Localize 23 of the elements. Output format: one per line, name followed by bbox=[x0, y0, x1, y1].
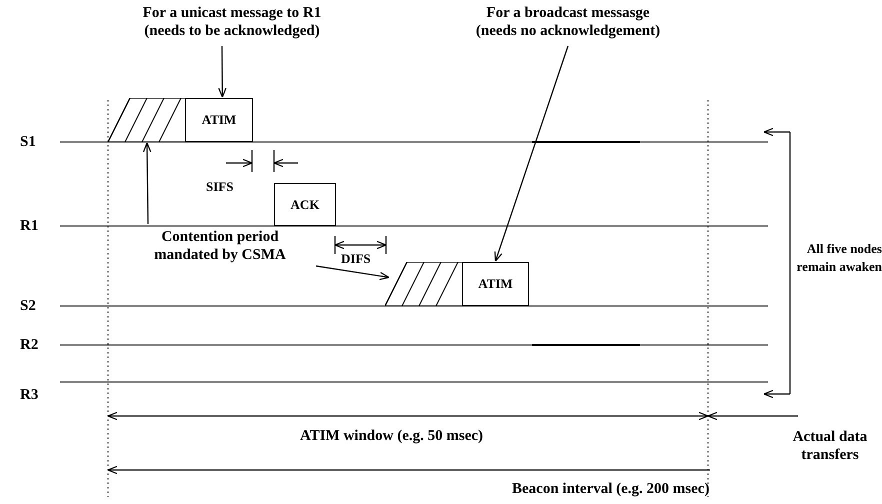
frame-box: ATIM bbox=[462, 262, 529, 306]
leader-arrow bbox=[494, 46, 569, 262]
interval-label: DIFS bbox=[341, 250, 371, 268]
annotation-text: Contention period mandated by CSMA bbox=[140, 228, 300, 268]
signal-name: R3 bbox=[20, 386, 38, 404]
dimension-label: Beacon interval (e.g. 200 msec) bbox=[512, 480, 710, 498]
frame-box: ACK bbox=[274, 183, 336, 226]
note-text: All five nodes remain awaken bbox=[796, 240, 882, 276]
leader-arrow bbox=[218, 46, 227, 98]
signal-name: S1 bbox=[20, 133, 36, 151]
signal-name: S2 bbox=[20, 297, 36, 315]
signal-name: R2 bbox=[20, 336, 38, 354]
interval-label: SIFS bbox=[206, 178, 234, 196]
leader-arrow bbox=[316, 265, 390, 280]
frame-box: ATIM bbox=[185, 98, 253, 142]
note-text: Actual data transfers bbox=[792, 428, 868, 464]
contention-period-box bbox=[385, 262, 463, 306]
dimension-label: ATIM window (e.g. 50 msec) bbox=[300, 427, 484, 445]
leader-arrow bbox=[142, 142, 152, 224]
signal-name: R1 bbox=[20, 217, 38, 235]
contention-period-box bbox=[108, 98, 186, 142]
annotation-text: For a unicast message to R1 (needs to be acknowledged) bbox=[132, 4, 332, 44]
annotation-text: For a broadcast messasge (needs no acknowledgement) bbox=[470, 4, 666, 44]
